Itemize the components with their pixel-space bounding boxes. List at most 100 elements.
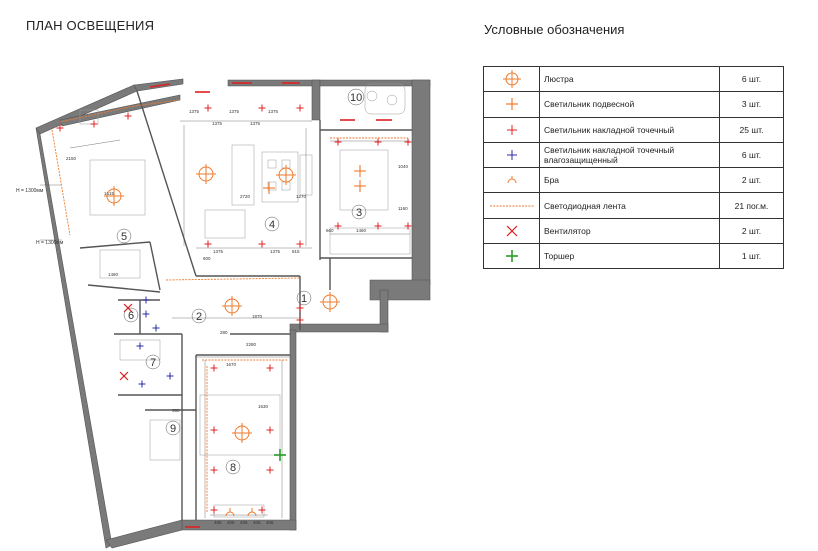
height-label: H = 1300мм (36, 240, 64, 246)
plan-title: ПЛАН ОСВЕЩЕНИЯ (26, 18, 155, 33)
room-number: 6 (128, 310, 134, 322)
spot-lamps (56, 104, 412, 514)
fan-icon (119, 371, 129, 381)
dim-text: 405 (214, 520, 222, 525)
spot-lamp-icon (258, 240, 266, 248)
spot-lamp-icon (404, 222, 412, 230)
legend-row: Люстра 6 шт. (483, 65, 784, 93)
spot-lamp-icon (296, 240, 304, 248)
legend-label: Светильник накладной точечный влагозащищ… (539, 141, 720, 169)
spot-lamp-icon (204, 104, 212, 112)
dim-text: 1530 (258, 404, 269, 409)
spot-lamp-icon (296, 316, 304, 324)
legend-symbol (483, 192, 540, 219)
room-number: 8 (230, 462, 236, 474)
dimension-texts: 1375 1375 1375 1375 1375 1375 1375 2720 … (66, 109, 409, 525)
room-number: 1 (301, 293, 307, 305)
chandeliers (104, 164, 340, 443)
spot-lamp-icon (204, 240, 212, 248)
legend-row: Бра 2 шт. (483, 167, 784, 194)
spot-lamp-icon (90, 120, 98, 128)
legend-qty: 3 шт. (719, 91, 784, 118)
room-number: 9 (170, 423, 176, 435)
legend-qty: 6 шт. (719, 141, 784, 169)
damp-spot-lamp-icon (506, 150, 517, 161)
spot-lamp-icon (258, 104, 266, 112)
dim-text: 350 (172, 408, 180, 413)
room-number: 4 (269, 219, 275, 231)
legend-label: Бра (539, 167, 720, 194)
damp-spot-lamp-icon (136, 342, 144, 350)
legend-qty: 21 пог.м. (719, 192, 784, 219)
floor-plan: 1375 1375 1375 1375 1375 1375 1375 2720 … (16, 78, 431, 549)
spot-lamp-icon (266, 426, 274, 434)
spot-lamp-icon (266, 466, 274, 474)
spot-lamp-icon (210, 364, 218, 372)
legend-symbol (483, 243, 540, 270)
dim-text: 280 (220, 330, 228, 335)
chandelier-icon (276, 165, 296, 185)
legend-label: Светодиодная лента (539, 192, 720, 219)
damp-spot-lamp-icon (138, 380, 146, 388)
spot-lamp-icon (374, 138, 382, 146)
sconce-icon (225, 508, 235, 517)
height-label: H = 1300мм (16, 188, 44, 194)
dim-text: 405 (227, 520, 235, 525)
chandelier-icon (502, 70, 521, 89)
legend-qty: 25 шт. (719, 116, 784, 143)
dim-text: 1040 (398, 164, 409, 169)
dim-text: 1615 (104, 191, 115, 196)
fan-icon (506, 225, 517, 237)
room-number: 7 (150, 357, 156, 369)
dim-text: 1375 (213, 249, 224, 254)
legend-label: Светильник накладной точечный (539, 116, 720, 143)
pendant-lamp-icon (354, 165, 366, 177)
damp-spot-lamp-icon (166, 372, 174, 380)
dim-text: 1460 (108, 272, 119, 277)
dim-text: 1670 (226, 362, 237, 367)
legend-symbol (483, 217, 540, 245)
dim-text: 1375 (189, 109, 200, 114)
fans (119, 303, 133, 381)
legend-row: Светильник накладной точечный влагозащищ… (483, 141, 784, 169)
room-numbers: 1 2 3 4 5 6 7 8 9 10 (121, 92, 362, 474)
legend-row: Торшер 1 шт. (483, 243, 784, 270)
legend-table: Люстра 6 шт. Светильник подвесной 3 шт. … (483, 65, 784, 270)
legend-label: Светильник подвесной (539, 91, 720, 118)
dim-text: 815 (292, 249, 300, 254)
sconce-icon (247, 508, 257, 517)
damp-spot-lamp-icon (152, 324, 160, 332)
dim-text: 405 (240, 520, 248, 525)
legend-row: Светильник накладной точечный 25 шт. (483, 116, 784, 143)
damp-spot-lamps (136, 296, 174, 388)
spot-lamp-icon (334, 222, 342, 230)
legend-symbol (483, 167, 540, 194)
legend-symbol (483, 116, 540, 143)
dim-text: 1870 (252, 314, 263, 319)
legend-label: Вентилятор (539, 217, 720, 245)
spot-lamp-icon (258, 506, 266, 514)
dim-text: 1460 (356, 228, 367, 233)
spot-lamp-icon (266, 364, 274, 372)
spot-lamp-icon (124, 112, 132, 120)
dim-text: 1375 (212, 121, 223, 126)
sconces (225, 508, 257, 517)
window-marks (149, 82, 392, 528)
room-number: 5 (121, 231, 127, 243)
legend-label: Торшер (539, 243, 720, 270)
floor-lamp-icon (274, 449, 286, 461)
spot-lamp-icon (374, 222, 382, 230)
dim-text: 1375 (229, 109, 240, 114)
dim-text: 2720 (240, 194, 251, 199)
dim-text: 660 (326, 228, 334, 233)
legend-qty: 2 шт. (719, 217, 784, 245)
dim-text: 1375 (268, 109, 279, 114)
legend-row: Светодиодная лента 21 пог.м. (483, 192, 784, 219)
floor-lamp-icon (505, 250, 518, 263)
legend-qty: 6 шт. (719, 65, 784, 93)
legend-row: Вентилятор 2 шт. (483, 217, 784, 245)
spot-lamp-icon (404, 138, 412, 146)
partitions (79, 90, 412, 520)
dim-text: 1375 (270, 249, 281, 254)
chandelier-icon (196, 164, 216, 184)
